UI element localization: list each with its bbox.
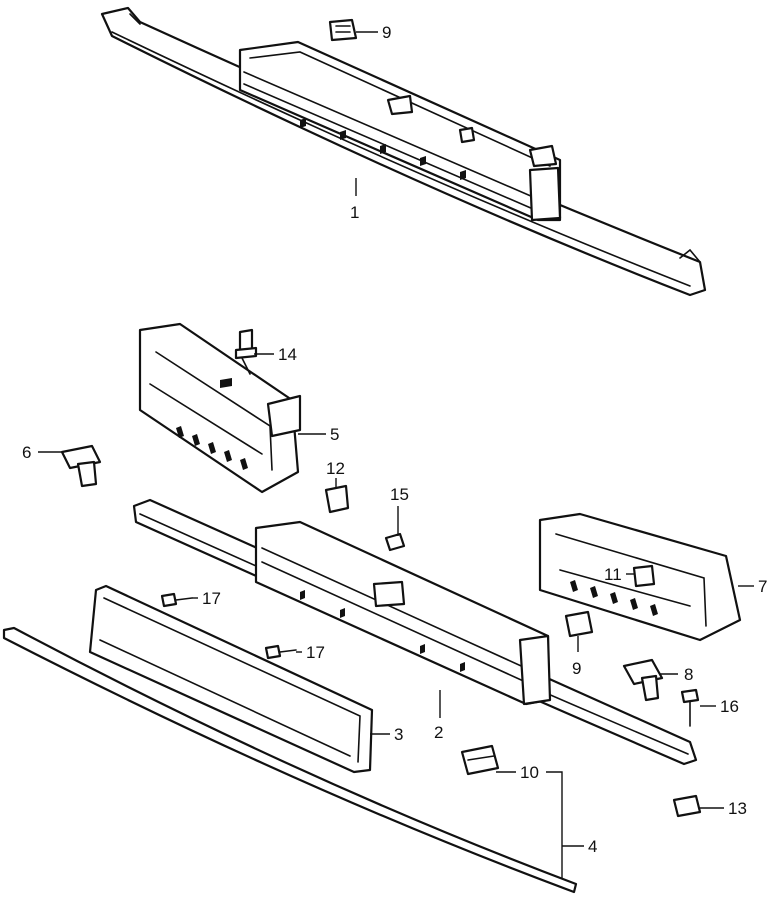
callout-2: 2	[434, 723, 443, 742]
part-14-bolt	[234, 328, 258, 375]
part-17-screw-b	[264, 644, 297, 660]
part-9-clip-lower	[564, 610, 594, 638]
part-10-clip	[460, 744, 500, 776]
part-16-screw	[680, 688, 700, 727]
part-8-bracket	[622, 658, 664, 702]
callout-1: 1	[350, 203, 359, 222]
leader-4-bracket	[546, 771, 563, 878]
callout-17a: 17	[202, 589, 221, 608]
part-17-screw-a	[160, 592, 193, 608]
part-2-lower-grille	[132, 498, 698, 766]
part-12-nut	[324, 484, 350, 514]
part-3-lower-panel	[88, 584, 374, 774]
callout-4: 4	[588, 837, 597, 856]
callout-9-lower: 9	[572, 659, 581, 678]
callout-13: 13	[728, 799, 747, 818]
callout-3: 3	[394, 725, 403, 744]
callout-14: 14	[278, 345, 297, 364]
part-5-left-housing	[138, 322, 302, 494]
callout-15: 15	[390, 485, 409, 504]
callout-16: 16	[720, 697, 739, 716]
callout-6: 6	[22, 443, 31, 462]
part-6-bracket	[60, 444, 102, 488]
part-13-nut	[672, 794, 702, 818]
callout-5: 5	[330, 425, 339, 444]
callout-10: 10	[520, 763, 539, 782]
callout-8: 8	[684, 665, 693, 684]
part-15-screw	[384, 532, 406, 552]
callout-7: 7	[758, 577, 767, 596]
callout-11: 11	[604, 565, 622, 584]
callout-12: 12	[326, 459, 345, 478]
callout-9-top: 9	[382, 23, 391, 42]
callout-labels: 1 9 14 5 6 12 15 7 11 9 8 16 17 17 3 2 1…	[22, 23, 767, 856]
callout-17b: 17	[306, 643, 325, 662]
part-11-clip	[632, 564, 656, 588]
part-1-upper-grille	[100, 6, 707, 297]
leader-lines	[38, 31, 754, 878]
part-9-clip-top	[328, 18, 358, 42]
part-4-molding	[2, 626, 578, 894]
